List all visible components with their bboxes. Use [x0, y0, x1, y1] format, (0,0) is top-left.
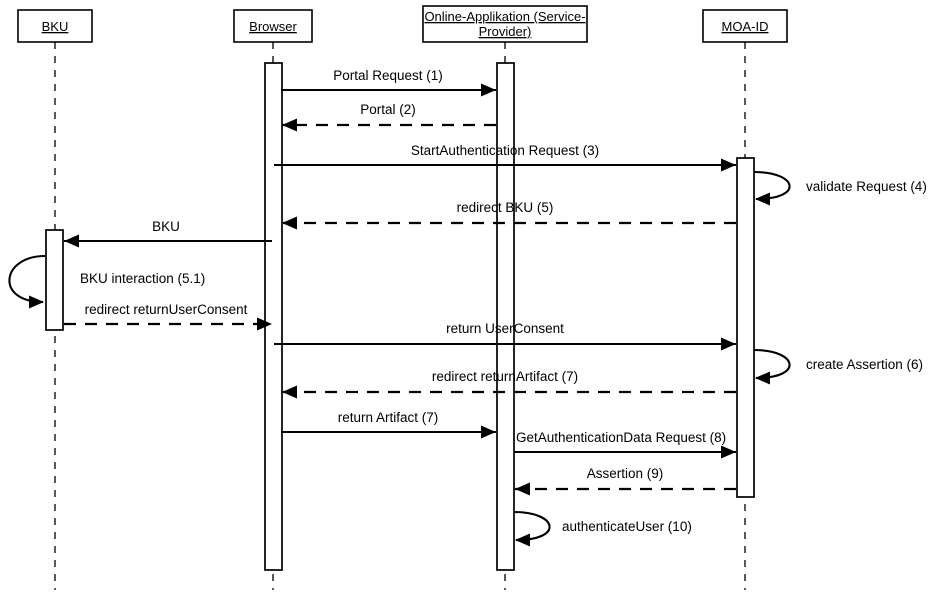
arrow-head-1: [481, 83, 496, 97]
self-loop-path-10: [513, 510, 551, 542]
arrow-head-6: [721, 337, 736, 351]
lifeline-label-moaid: MOA-ID: [722, 19, 769, 34]
self-loop-path-52: [8, 254, 46, 304]
message-label-52: BKU interaction (5.1): [80, 271, 205, 286]
message-9[interactable]: Assertion (9): [515, 466, 736, 496]
arrow-head-2: [282, 118, 297, 132]
activation-bar-oa[interactable]: [496, 62, 515, 571]
message-label-1: Portal Request (1): [333, 68, 443, 83]
message-53[interactable]: redirect returnUserConsent: [64, 302, 272, 331]
activations-layer: [45, 62, 755, 571]
message-label-8: GetAuthenticationData Request (8): [516, 430, 726, 445]
lifeline-moaid: MOA-ID: [702, 9, 788, 590]
activation-bar-bku[interactable]: [45, 229, 64, 331]
lifeline-label-bku: BKU: [42, 19, 69, 34]
message-4[interactable]: validate Request (4): [753, 170, 927, 206]
message-10[interactable]: authenticateUser (10): [513, 510, 692, 547]
arrow-head-7: [282, 385, 297, 399]
message-61[interactable]: create Assertion (6): [753, 348, 923, 385]
lifelines-layer: BKU Browser Online-Applikation (Service-Pr…: [17, 5, 788, 590]
activation-bar-moaid[interactable]: [736, 157, 755, 498]
message-label-3: StartAuthentication Request (3): [411, 143, 599, 158]
message-1[interactable]: Portal Request (1): [281, 68, 496, 97]
activation-bar-browser[interactable]: [264, 62, 283, 571]
arrow-head-9: [515, 482, 530, 496]
message-label-6: return UserConsent: [446, 321, 564, 336]
lifeline-label-browser: Browser: [249, 19, 297, 34]
message-label-5: redirect BKU (5): [457, 200, 554, 215]
arrow-head-5: [282, 216, 297, 230]
lifeline-oa: Online-Applikation (Service-Provider): [422, 5, 588, 590]
message-label-7: redirect returnArtifact (7): [432, 369, 578, 384]
message-7[interactable]: redirect returnArtifact (7): [282, 369, 736, 399]
lifeline-bku: BKU: [17, 9, 93, 590]
message-52[interactable]: BKU interaction (5.1): [8, 254, 205, 309]
message-5[interactable]: redirect BKU (5): [282, 200, 736, 230]
self-loop-path-4: [753, 170, 791, 201]
message-51[interactable]: BKU: [64, 219, 272, 248]
arrow-head-52: [29, 295, 44, 309]
arrow-head-71: [481, 425, 496, 439]
arrow-head-61: [755, 371, 770, 385]
message-8[interactable]: GetAuthenticationData Request (8): [514, 430, 736, 459]
arrow-head-51: [64, 234, 79, 248]
arrow-head-4: [755, 192, 770, 206]
message-6[interactable]: return UserConsent: [274, 321, 736, 351]
self-loop-path-61: [753, 348, 791, 380]
messages-layer: Portal Request (1) Portal (2) StartAuthent…: [8, 68, 927, 547]
message-label-61: create Assertion (6): [806, 357, 923, 372]
lifeline-label-oa: Online-Applikation (Service-Provider): [424, 9, 585, 39]
message-label-9: Assertion (9): [587, 466, 664, 481]
message-2[interactable]: Portal (2): [282, 102, 496, 132]
message-label-53: redirect returnUserConsent: [85, 302, 248, 317]
arrow-head-3: [721, 158, 736, 172]
lifeline-browser: Browser: [233, 9, 313, 590]
message-label-71: return Artifact (7): [338, 410, 439, 425]
arrow-head-8: [721, 445, 736, 459]
message-3[interactable]: StartAuthentication Request (3): [274, 143, 736, 172]
lifeline-box-moaid[interactable]: [702, 9, 788, 43]
message-label-10: authenticateUser (10): [562, 519, 692, 534]
arrow-head-53: [257, 317, 272, 331]
message-71[interactable]: return Artifact (7): [281, 410, 496, 439]
message-label-51: BKU: [152, 219, 180, 234]
lifeline-box-bku[interactable]: [17, 9, 93, 43]
lifeline-box-oa[interactable]: [422, 5, 588, 43]
message-label-4: validate Request (4): [806, 179, 927, 194]
message-label-2: Portal (2): [360, 102, 416, 117]
arrow-head-10: [515, 533, 530, 547]
